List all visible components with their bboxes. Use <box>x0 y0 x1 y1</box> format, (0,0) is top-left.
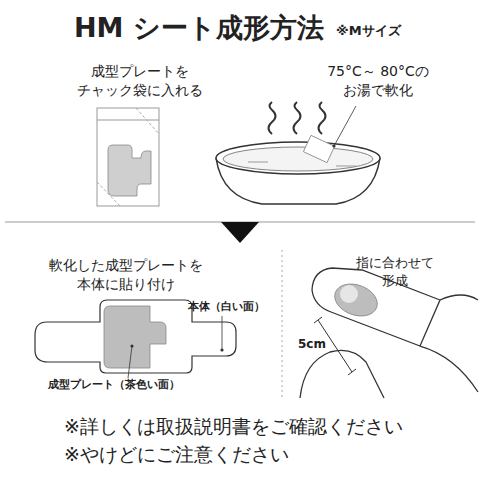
leader-dot <box>220 348 223 351</box>
leader-line <box>334 106 356 146</box>
leader-line <box>128 346 132 378</box>
molding-plate <box>104 306 166 368</box>
size-note: ※Mサイズ <box>336 22 401 40</box>
step-text: 軟化した成型プレートを 本体に貼り付け <box>38 256 213 294</box>
water-line <box>336 166 356 167</box>
plate-highlight <box>340 285 358 303</box>
water-line <box>248 162 268 163</box>
hot-water <box>223 147 373 171</box>
bag-seal <box>136 108 159 134</box>
part-label: 成型プレート（茶色い面） <box>48 378 180 393</box>
bowl-rim <box>216 142 380 174</box>
zip-bag <box>97 108 159 206</box>
bag-in-water <box>303 135 334 162</box>
leader-dot <box>130 344 133 347</box>
leader-dot <box>332 144 335 147</box>
zip-line <box>97 120 159 121</box>
step-text: 指に合わせて 形成 <box>345 254 445 289</box>
leader-line <box>222 316 223 350</box>
dimension-tick <box>314 317 322 323</box>
hand-outline <box>440 295 478 300</box>
step-text: 成型プレートを チャック袋に入れる <box>60 62 220 100</box>
molding-plate <box>108 145 151 196</box>
down-arrow <box>221 222 259 243</box>
step-text: 75°C～ 80°Cの お湯で軟化 <box>318 62 438 100</box>
dimension-tick <box>348 369 356 375</box>
steam <box>294 102 301 134</box>
steam <box>319 102 326 134</box>
dimension: 5cm <box>298 336 326 352</box>
note: ※やけどにご注意ください <box>64 442 289 468</box>
formed-plate <box>330 278 382 321</box>
steam <box>269 102 276 134</box>
note: ※詳しくは取扱説明書をご確認ください <box>64 414 403 440</box>
title: HM シート成形方法 <box>74 10 324 46</box>
part-label: 本体（白い面） <box>188 300 265 315</box>
separator <box>282 250 283 400</box>
hand-outline <box>420 346 478 392</box>
finger <box>312 268 440 346</box>
